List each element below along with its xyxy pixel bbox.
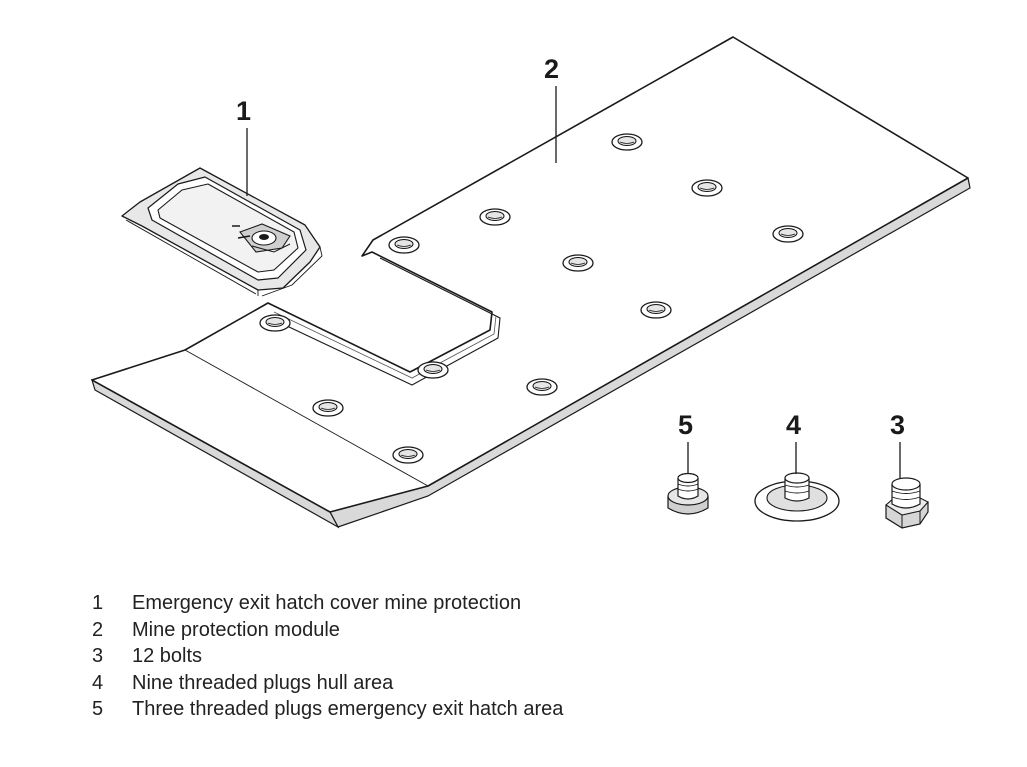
- legend-number: 2: [92, 618, 104, 641]
- exploded-view-drawing: [91, 36, 971, 529]
- legend-description: Three threaded plugs emergency exit hatc…: [132, 698, 564, 720]
- legend-item: 2 Mine protection module: [92, 617, 563, 644]
- legend-number: 4: [92, 671, 104, 694]
- callout-2: 2: [544, 54, 560, 84]
- emergency-exit-hatch-cover: [121, 167, 323, 297]
- bolt: [885, 477, 929, 529]
- callout-1: 1: [236, 96, 252, 126]
- legend-item: 5 Three threaded plugs emergency exit ha…: [92, 696, 563, 723]
- legend-number: 3: [92, 645, 104, 667]
- parts-legend: 1 Emergency exit hatch cover mine protec…: [92, 590, 563, 723]
- module-top-plate: [91, 36, 969, 513]
- threaded-plug-hull-area: [754, 472, 840, 522]
- callout-3: 3: [890, 410, 906, 440]
- callout-4: 4: [786, 410, 802, 440]
- legend-item: 3 12 bolts: [92, 643, 563, 670]
- legend-item: 1 Emergency exit hatch cover mine protec…: [92, 590, 563, 617]
- legend-number: 5: [92, 698, 104, 720]
- legend-item: 4 Nine threaded plugs hull area: [92, 670, 563, 697]
- mine-protection-module: [91, 36, 971, 529]
- legend-description: Nine threaded plugs hull area: [132, 671, 394, 694]
- leader-lines: [246, 86, 901, 478]
- legend-number: 1: [92, 592, 104, 614]
- threaded-plug-hatch-area: [667, 472, 709, 515]
- legend-description: Emergency exit hatch cover mine protecti…: [132, 592, 522, 614]
- legend-description: Mine protection module: [132, 618, 340, 641]
- callout-5: 5: [678, 410, 694, 440]
- hatch-handle: [232, 223, 291, 253]
- legend-description: 12 bolts: [132, 645, 203, 667]
